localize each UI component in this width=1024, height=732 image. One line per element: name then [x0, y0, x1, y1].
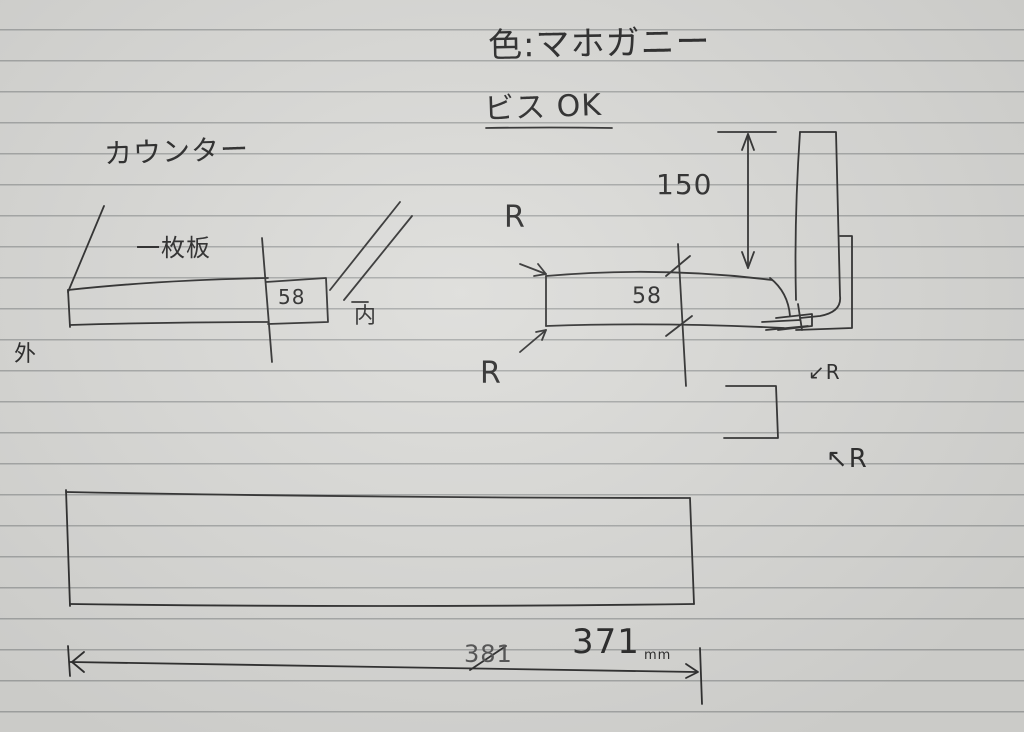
thickness-left-label: 58 [278, 285, 306, 309]
color-note: 色:マホガニー [487, 22, 711, 66]
screw-note: ビス OK [483, 87, 603, 128]
top-view-sketch [65, 489, 703, 705]
length-unit-label: mm [644, 648, 672, 663]
board-label: 一枚板 [136, 234, 211, 262]
radius-bottom-label: R [480, 356, 502, 391]
height-dimension-label: 150 [656, 168, 713, 201]
screw-note-underline [485, 126, 613, 129]
counter-label: カウンター [103, 132, 250, 171]
radius-top-label: R [504, 200, 526, 235]
counter-board-sketch [67, 201, 413, 363]
thickness-right-label: 58 [632, 284, 662, 309]
radius-small-top-label: ↙R [808, 360, 841, 384]
crossed-length-label: 381 [464, 640, 513, 668]
inner-label: 内 [354, 304, 378, 329]
radius-small-bottom-label: ↖R [826, 444, 868, 474]
outer-label: 外 [14, 342, 38, 367]
length-value-label: 371 [572, 622, 640, 662]
board-profile-sketch [519, 131, 853, 439]
